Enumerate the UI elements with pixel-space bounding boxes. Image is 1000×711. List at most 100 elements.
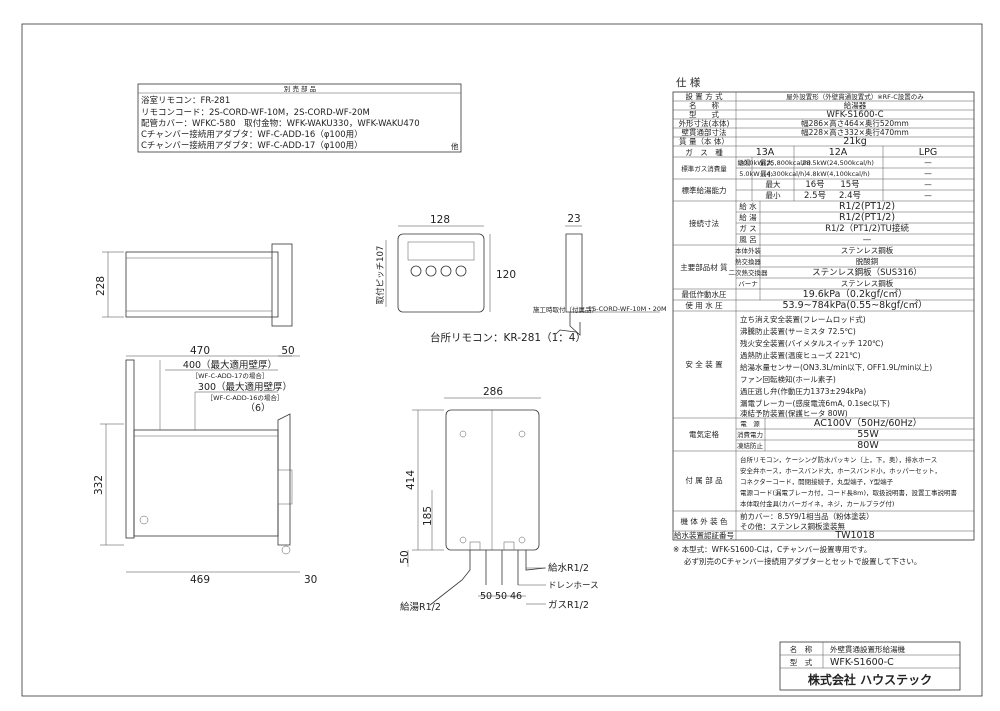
attached-item: コネクターコード，開閉接続子，丸型端子，Y型端子 [740,477,894,486]
connection-value: R1/2(PT1/2) [839,201,895,212]
accessory-line: 配管カバー：WFKC-580 取付金物：WFK-WAKU330，WFK-WAKU… [141,118,420,129]
drain-label: ドレンホース [548,581,599,591]
spec-value: 幅286×高さ464×奥行520mm [801,118,909,128]
safety-item: 漏電ブレーカー(感度電流6mA, 0.1sec以下) [740,398,890,408]
remote-button [410,265,422,277]
material-part: バーナ [738,280,758,288]
accessory-line: Cチャンバー接続用アダプタ：WF-C-ADD-16（φ100用） [141,129,363,140]
spec-table: 仕 様 設 置 方 式 屋外設置形（外壁貫通設置式）※RF-C設置のみ 名 称 … [672,76,975,566]
spec-note: ※ 本型式：WFK-S1600-Cは，Cチャンバー設置専用です。 [673,544,871,554]
capacity-lpg-min: — [924,191,932,200]
dim-50-v: 50 [399,550,411,563]
consumption-13a-min: 5.0kW（4,300kcal/h） [739,170,811,178]
dim-128: 128 [430,214,450,226]
front-view: 286 414 185 50 50 50 46 給水R1/2 ドレンホース ガス… [399,386,599,613]
dim-46: 46 [510,591,522,602]
dim-50-a: 50 [480,591,492,602]
safety-item: 立ち消え安全装置(フレームロッド式) [740,314,866,324]
gas-12a: 12A [829,147,848,158]
spec-value: 21kg [843,136,867,147]
company-name: 株式会社 ハウステック [808,672,932,687]
consumption-12a-max: 28.5kW(24,500kcal/h) [802,159,874,167]
title-name-value: 外壁貫通設置形給湯機 [830,644,905,654]
capacity-13a-min: 2.5号 [804,191,826,201]
capacity-max-label: 最大 [766,179,781,189]
side-view-top: 228 [95,243,293,327]
dim-470: 470 [190,345,210,357]
water-in-label: 給水R1/2 [548,562,589,574]
accessory-line: リモコンコード：2S-CORD-WF-10M，2S-CORD-WF-20M [141,108,370,118]
exterior-label: 機 体 外 装 色 [680,516,728,526]
spec-value: 給湯器 [844,100,867,110]
gas-type-label: ガ ス 種 [685,147,723,157]
safety-item: ファン回転検知(ホール素子) [740,374,836,384]
dim-332: 332 [93,475,105,495]
capacity-lpg-max: — [924,180,932,189]
title-name-label: 名 称 [790,644,813,654]
consumption-max-label: 最大 [760,158,774,167]
connection-value: R1/2(PT1/2) [839,212,895,223]
exterior-item: その他：ステンレス鋼板塗装無 [740,521,845,531]
electric-value: 55W [857,429,879,440]
attached-item: 本体取付金具(カバーガイネ，ネジ，カールプラグ付) [740,499,894,508]
title-model-label: 型 式 [790,657,813,667]
safety-item: 給湯水量センサー(ON3.3L/min以下, OFF1.9L/min以上) [740,362,932,372]
side-view-main: 470 50 400（最大適用壁厚） ［WF-C-ADD-17の場合］ 300（… [93,345,317,586]
dim-50: 50 [281,345,294,357]
remote-body [397,233,485,313]
remote-button [455,265,467,277]
connection-label: 接続寸法 [689,218,719,228]
attached-item: 安全弁ホース，ホースバンド大，ホースバンド小，ホッパーセット， [740,466,941,475]
accessory-line: Cチャンバー接続用アダプタ：WF-C-ADD-17（φ100用） [141,140,363,151]
material-value: ステンレス鋼板（SUS316） [812,267,922,278]
spec-value: 屋外設置形（外壁貫通設置式）※RF-C設置のみ [786,92,924,101]
connection-value: — [863,235,872,245]
pressure-min-value: 19.6kPa（0.2kgf/c㎡） [803,288,908,300]
consumption-label: 標準ガス消費量 [681,164,727,173]
accessories-header: 別 売 部 品 [284,84,316,93]
material-part: 本体外装 [735,246,762,255]
dim-400: 400（最大適用壁厚） [183,359,277,371]
dim-414: 414 [405,470,417,490]
electric-name: 消費電力 [737,430,763,439]
dim-286: 286 [483,386,503,398]
safety-item: 凍結予防装置(保護ヒータ 80W) [740,408,848,418]
dim-300: 300（最大適用壁厚） [198,381,292,393]
note-add17: ［WF-C-ADD-17の場合］ [192,371,269,380]
consumption-kind: 給湯 [738,158,752,167]
dim-23: 23 [567,213,580,225]
spec-label: 名 称 [689,100,719,110]
safety-label: 安 全 装 置 [685,359,723,369]
spec-label: 外形寸法(本体) [679,118,730,128]
material-value: ステンレス鋼板 [841,278,894,288]
gas-13a: 13A [756,147,775,158]
dim-107: 取付ピッチ107 [375,246,386,305]
capacity-min-label: 最小 [766,191,781,200]
spec-value: WFK-S1600-C [826,110,883,120]
material-label: 主要部品材 質 [680,262,728,272]
connection-name: 給 湯 [739,212,757,222]
connection-name: ガ ス [739,223,756,233]
connection-name: 風 呂 [739,235,756,244]
spec-label: 設 置 方 式 [685,91,723,101]
exterior-item: 前カバー：8.5Y9/1相当品（粉体塗装） [740,511,874,521]
spec-value: 幅228×高さ332×奥行470mm [801,127,909,137]
dim-50-b: 50 [495,591,507,602]
connection-name: 給 水 [739,201,757,211]
remote-button [425,265,437,277]
kitchen-remote: 128 120 取付ピッチ107 23 2S-CORD-WF-10M・20M 施… [375,213,667,344]
electric-name: 凍結防止 [737,441,764,450]
drawing-frame [21,23,983,697]
electric-value: 80W [857,440,879,451]
consumption-13a-max: 30.0kW(25,800kcal/h) [739,159,811,167]
cert-label: 給水装置認証番号 [674,530,734,540]
gas-label: ガスR1/2 [548,600,589,611]
dim-30: 30 [304,574,317,586]
safety-item: 過熱防止装置(温度ヒューズ 221℃) [740,350,861,360]
cord-label: 2S-CORD-WF-10M・20M [588,305,667,313]
capacity-12a-max: 15号 [840,180,859,190]
spec-note: 必ず別売のCチャンバー接続用アダプターとセットで設置して下さい。 [684,556,921,566]
spec-label: 型 式 [689,109,719,119]
safety-item: 残火安全装置(バイメタルスイッチ 120℃) [740,338,884,348]
hot-out-label: 給湯R1/2 [400,601,441,613]
